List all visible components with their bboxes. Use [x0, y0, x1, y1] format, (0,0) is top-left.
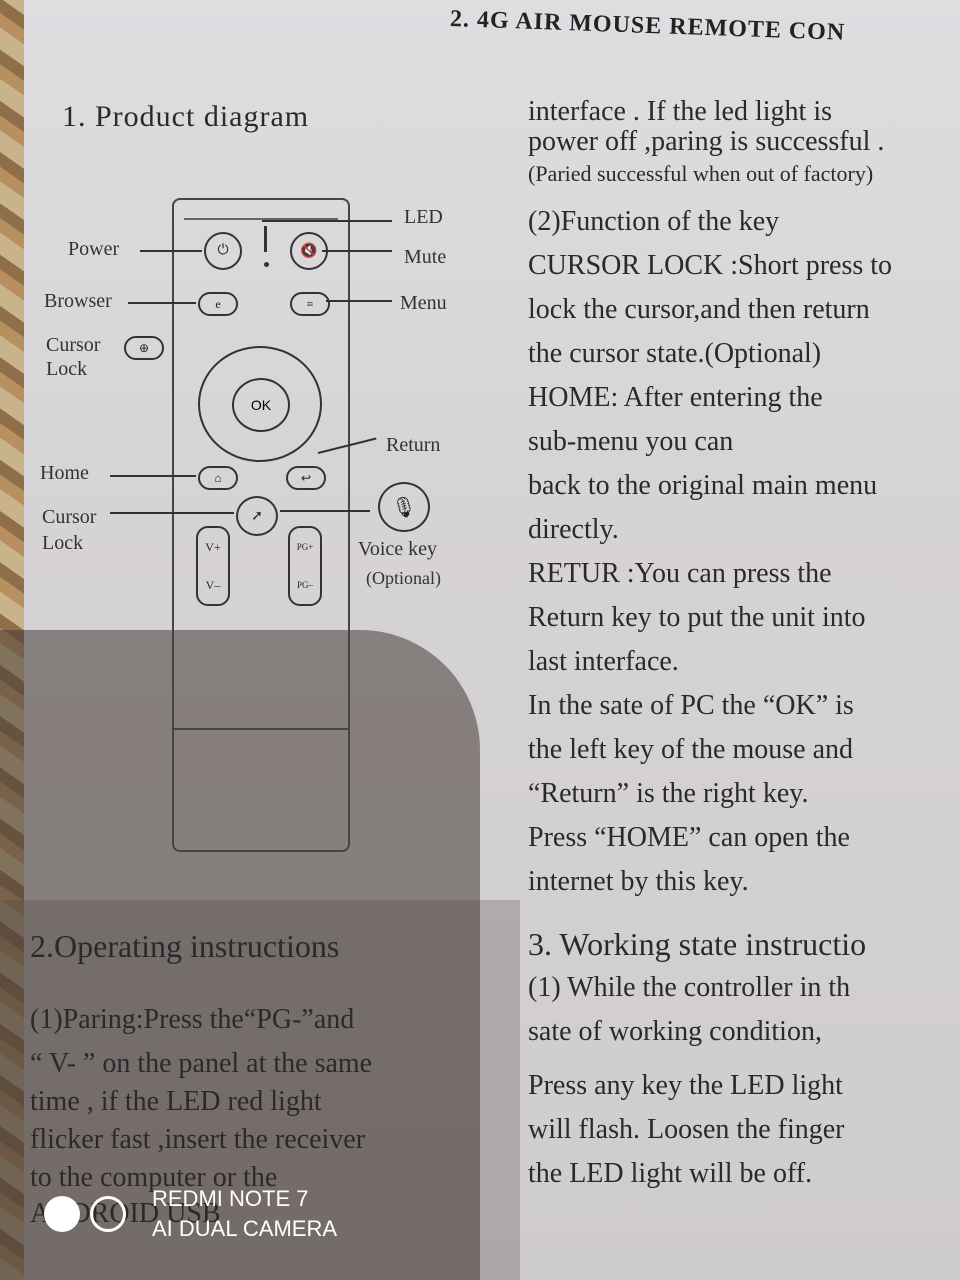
label-cursor-lock-2a: Cursor: [42, 506, 97, 528]
right-line: In the sate of PC the “OK” is: [528, 690, 854, 721]
right-line: sub-menu you can: [528, 426, 734, 457]
hand-shadow: [0, 630, 480, 1280]
cursor-lock-icon: ⊕: [124, 336, 164, 360]
menu-button-icon: ≡: [290, 292, 330, 316]
power-button-icon: ⏻: [204, 232, 242, 270]
right-line: (1) While the controller in th: [528, 972, 851, 1003]
label-cursor-lock-2b: Lock: [42, 532, 84, 554]
right-line: will flash. Loosen the finger: [528, 1114, 845, 1145]
label-menu: Menu: [400, 292, 447, 314]
diagram-title: 1. Product diagram: [62, 100, 310, 133]
voice-callout-line: [280, 510, 370, 512]
right-line: Press any key the LED light: [528, 1070, 843, 1101]
cursor-lock-callout-line: [110, 512, 234, 514]
right-column-text: interface . If the led light is power of…: [528, 90, 958, 1196]
right-line: back to the original main menu: [528, 470, 878, 501]
watermark-line1: REDMI NOTE 7: [152, 1186, 309, 1211]
led-dot: [264, 262, 269, 267]
label-home: Home: [40, 462, 89, 484]
microphone-icon: 🎙: [378, 482, 430, 532]
right-line: directly.: [528, 514, 619, 545]
right-line: HOME: After entering the: [528, 382, 823, 413]
remote-diagram: ⏻ 🔇 e ≡ OK ⌂ ↩ ➚ V+ V– PG+ PG–: [172, 198, 350, 852]
menu-callout-line: [326, 300, 392, 302]
right-line: (Paried successful when out of factory): [528, 161, 874, 186]
remote-top-edge: [184, 218, 338, 220]
operating-line: flicker fast ,insert the receiver: [30, 1124, 366, 1155]
label-voice-key: Voice key: [358, 538, 438, 560]
label-led: LED: [404, 206, 443, 228]
operating-line: to the computer or the: [30, 1162, 278, 1193]
right-line: last interface.: [528, 646, 679, 677]
right-line: internet by this key.: [528, 866, 749, 897]
dpad-ring: OK: [198, 346, 322, 462]
label-optional: (Optional): [366, 568, 441, 588]
operating-line: (1)Paring:Press the“PG-”and: [30, 1004, 355, 1035]
label-mute: Mute: [404, 246, 447, 268]
browser-callout-line: [128, 302, 196, 304]
operating-line: “ V- ” on the panel at the same: [30, 1048, 373, 1079]
led-callout-line: [262, 220, 392, 222]
right-line: interface . If the led light is: [528, 96, 832, 127]
power-callout-line: [140, 250, 202, 252]
label-return: Return: [386, 434, 441, 456]
browser-button-icon: e: [198, 292, 238, 316]
right-line: the left key of the mouse and: [528, 734, 854, 765]
page-down-label: PG–: [296, 580, 313, 590]
right-line: CURSOR LOCK :Short press to: [528, 250, 893, 281]
cursor-button-icon: ➚: [236, 496, 278, 536]
right-line: the LED light will be off.: [528, 1158, 813, 1189]
label-browser: Browser: [44, 290, 112, 312]
label-cursor-lock-1a: Cursor: [46, 334, 101, 356]
label-cursor-lock-1b: Lock: [46, 358, 88, 380]
watermark-dot-filled: [44, 1196, 80, 1232]
right-line: (2)Function of the key: [528, 206, 780, 237]
watermark-dot-ring: [90, 1196, 126, 1232]
right-line: lock the cursor,and then return: [528, 294, 870, 325]
return-button-icon: ↩: [286, 466, 326, 490]
label-power: Power: [68, 238, 120, 260]
right-line: Press “HOME” can open the: [528, 822, 850, 853]
right-line: the cursor state.(Optional): [528, 338, 822, 369]
mute-callout-line: [322, 250, 392, 252]
right-line: 3. Working state instructio: [528, 926, 867, 962]
led-indicator: [264, 226, 267, 252]
home-button-icon: ⌂: [198, 466, 238, 490]
volume-up-label: V+: [205, 539, 221, 554]
operating-title: 2.Operating instructions: [30, 928, 340, 964]
operating-line: time , if the LED red light: [30, 1086, 322, 1117]
right-line: sate of working condition,: [528, 1016, 822, 1047]
volume-down-label: V–: [205, 577, 221, 592]
right-line: Return key to put the unit into: [528, 602, 866, 633]
right-line: “Return” is the right key.: [528, 778, 809, 809]
home-callout-line: [110, 475, 196, 477]
page-up-label: PG+: [296, 542, 314, 552]
lower-shadow: [0, 900, 520, 1280]
watermark-line2: AI DUAL CAMERA: [152, 1216, 338, 1241]
right-line: RETUR :You can press the: [528, 558, 832, 589]
remote-bottom-divider: [174, 728, 348, 730]
right-line: power off ,paring is successful .: [528, 126, 885, 157]
ok-button: OK: [232, 378, 290, 432]
